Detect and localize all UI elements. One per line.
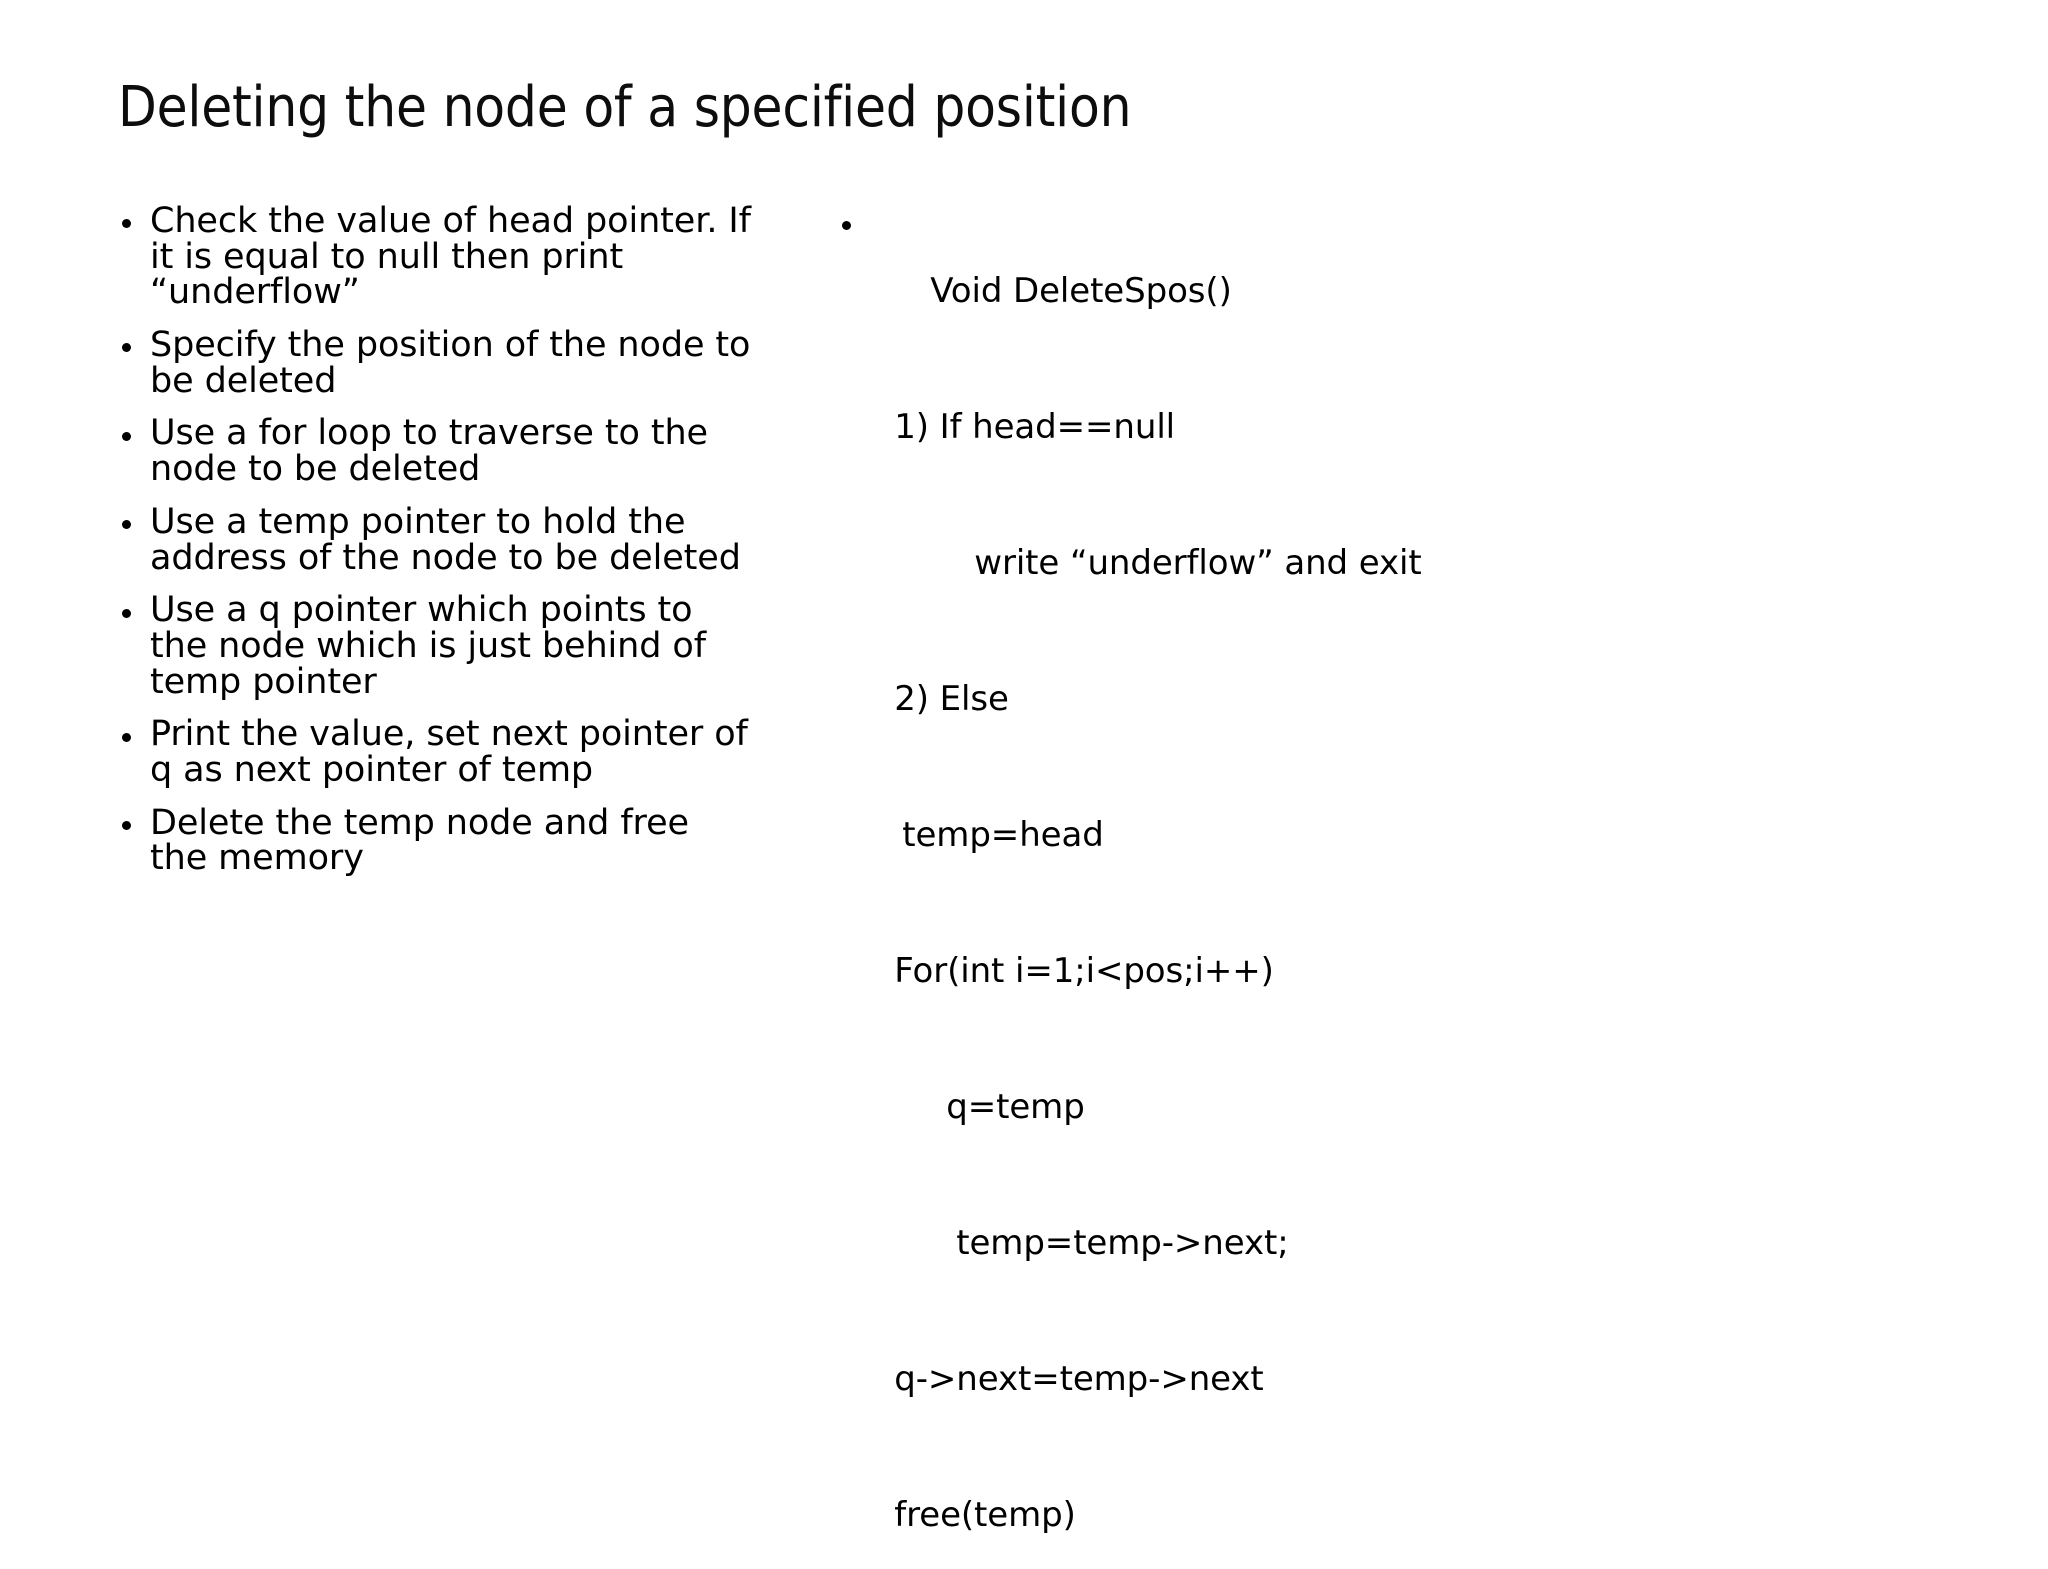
pseudocode-text: For(int i=1;i<pos;i++)	[894, 951, 1274, 991]
pseudocode-line-q-temp: q=temp	[830, 1056, 1610, 1158]
pseudocode-line-function: Void DeleteSpos()	[830, 206, 1610, 342]
bullet-dot-icon	[122, 343, 131, 353]
pseudocode-text: write “underflow” and exit	[974, 543, 1422, 583]
bullet-dot-icon	[122, 219, 131, 229]
pseudocode-text: Void DeleteSpos()	[930, 271, 1232, 311]
left-bullet-list: Check the value of head pointer. If it i…	[112, 201, 752, 879]
bullet-text: Specify the position of the node to be d…	[150, 325, 751, 401]
pseudocode-line-for: For(int i=1;i<pos;i++)	[830, 920, 1610, 1022]
list-item: Print the value, set next pointer of q a…	[112, 714, 752, 790]
list-item: Use a temp pointer to hold the address o…	[112, 501, 752, 578]
bullet-text: Use a temp pointer to hold the address o…	[150, 501, 741, 578]
bullet-text: Check the value of head pointer. If it i…	[150, 201, 751, 313]
bullet-text: Print the value, set next pointer of q a…	[150, 714, 748, 790]
bullet-text: Delete the temp node and free the memory	[150, 802, 689, 879]
pseudocode-line-free: free(temp)	[830, 1464, 1610, 1566]
bullet-text: Use a for loop to traverse to the node t…	[150, 413, 708, 490]
list-item: Use a for loop to traverse to the node t…	[112, 416, 752, 487]
bullet-dot-icon	[122, 431, 131, 441]
pseudocode-line-underflow: write “underflow” and exit	[830, 512, 1610, 614]
list-item: Use a q pointer which points to the node…	[112, 590, 752, 702]
list-item: Delete the temp node and free the memory	[112, 802, 752, 879]
bullet-text: Use a q pointer which points to the node…	[150, 590, 706, 702]
bullet-dot-icon	[122, 732, 131, 742]
page-title: Deleting the node of a specified positio…	[118, 75, 1132, 140]
slide-canvas: Deleting the node of a specified positio…	[112, 75, 1422, 1532]
pseudocode-text: temp=head	[902, 815, 1104, 855]
pseudocode-line-if: 1) If head==null	[830, 376, 1610, 478]
bullet-dot-icon	[122, 821, 131, 831]
bullet-dot-icon	[122, 520, 131, 530]
list-item: Check the value of head pointer. If it i…	[112, 201, 752, 313]
pseudocode-line-qnext: q->next=temp->next	[830, 1328, 1610, 1430]
pseudocode-line-temp-head: temp=head	[830, 784, 1610, 886]
pseudocode-text: temp=temp->next;	[956, 1223, 1289, 1263]
pseudocode-text: 2) Else	[894, 679, 1009, 719]
pseudocode-text: 1) If head==null	[894, 407, 1176, 447]
left-content-column: Check the value of head pointer. If it i…	[112, 201, 752, 879]
list-item: Specify the position of the node to be d…	[112, 325, 752, 401]
bullet-dot-icon	[842, 220, 851, 230]
right-content-column: Void DeleteSpos() 1) If head==null write…	[830, 206, 1610, 1566]
pseudocode-text: q=temp	[946, 1087, 1085, 1127]
bullet-dot-icon	[122, 608, 131, 618]
pseudocode-line-temp-next: temp=temp->next;	[830, 1192, 1610, 1294]
pseudocode-text: free(temp)	[894, 1495, 1076, 1535]
pseudocode-text: q->next=temp->next	[894, 1359, 1264, 1399]
pseudocode-line-else: 2) Else	[830, 648, 1610, 750]
